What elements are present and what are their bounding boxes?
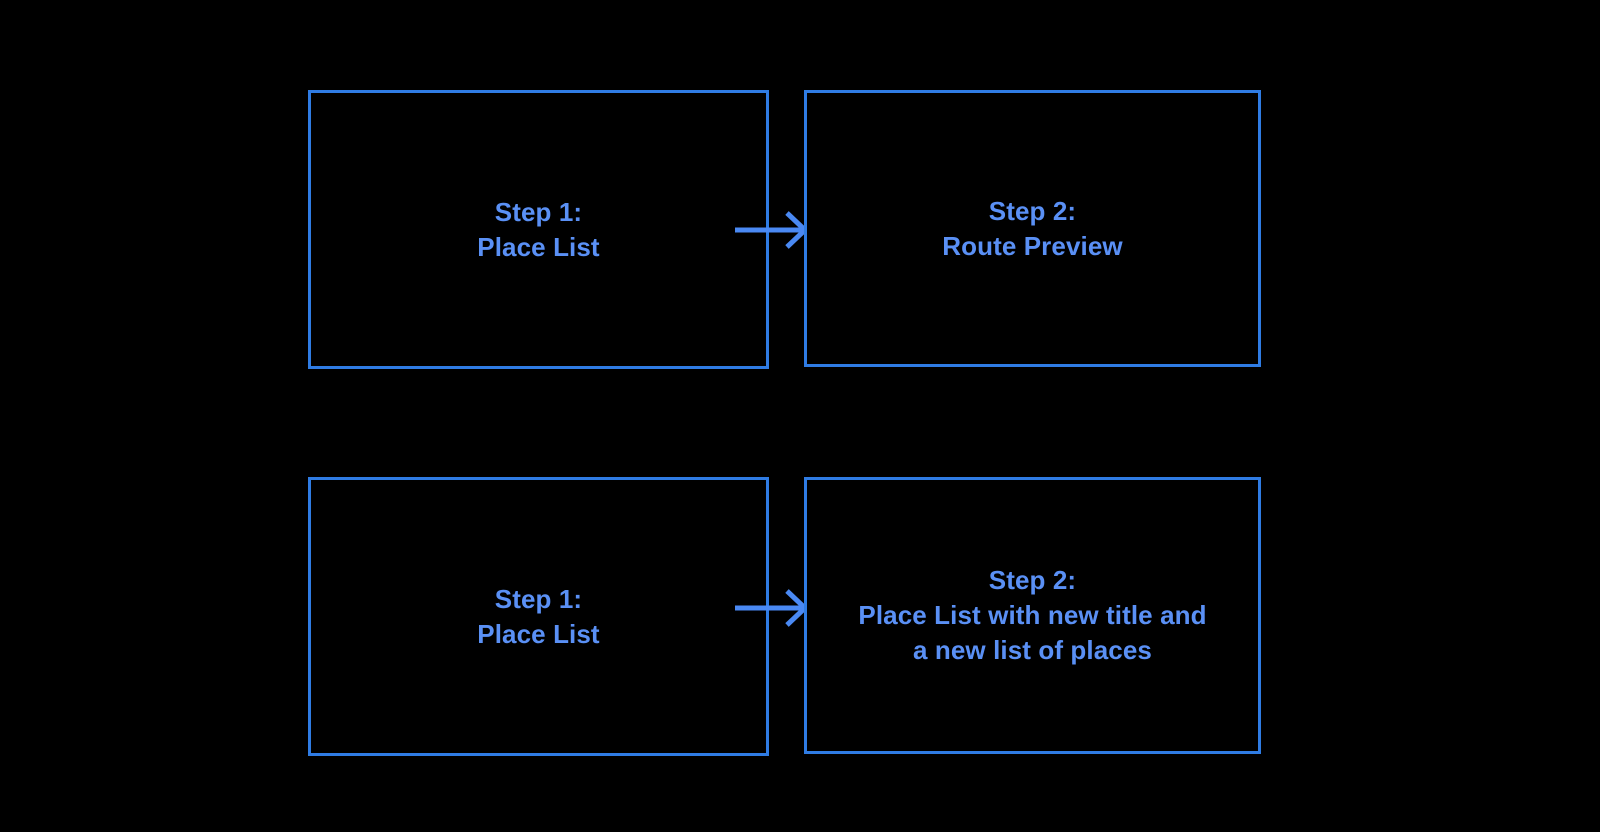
connector-arrow-row-1 [735, 211, 809, 249]
step-box-2-route-preview[interactable]: Step 2: Route Preview [804, 90, 1261, 367]
step-box-label: Step 1: Place List [477, 583, 600, 649]
arrow-head [785, 211, 809, 249]
flow-row-route-preview: Step 1: Place List Step 2: Route Preview [0, 80, 1600, 380]
connector-arrow-row-2 [735, 589, 809, 627]
arrow-head [785, 589, 809, 627]
step-box-label: Step 2: Place List with new title and a … [858, 565, 1207, 665]
step-box-2-place-list-updated[interactable]: Step 2: Place List with new title and a … [804, 477, 1261, 754]
step-box-1-place-list[interactable]: Step 1: Place List [308, 90, 769, 369]
step-box-label: Step 2: Route Preview [942, 195, 1123, 261]
step-box-1-place-list-b[interactable]: Step 1: Place List [308, 477, 769, 756]
flow-row-new-place-list: Step 1: Place List Step 2: Place List wi… [0, 467, 1600, 767]
step-box-label: Step 1: Place List [477, 196, 600, 262]
